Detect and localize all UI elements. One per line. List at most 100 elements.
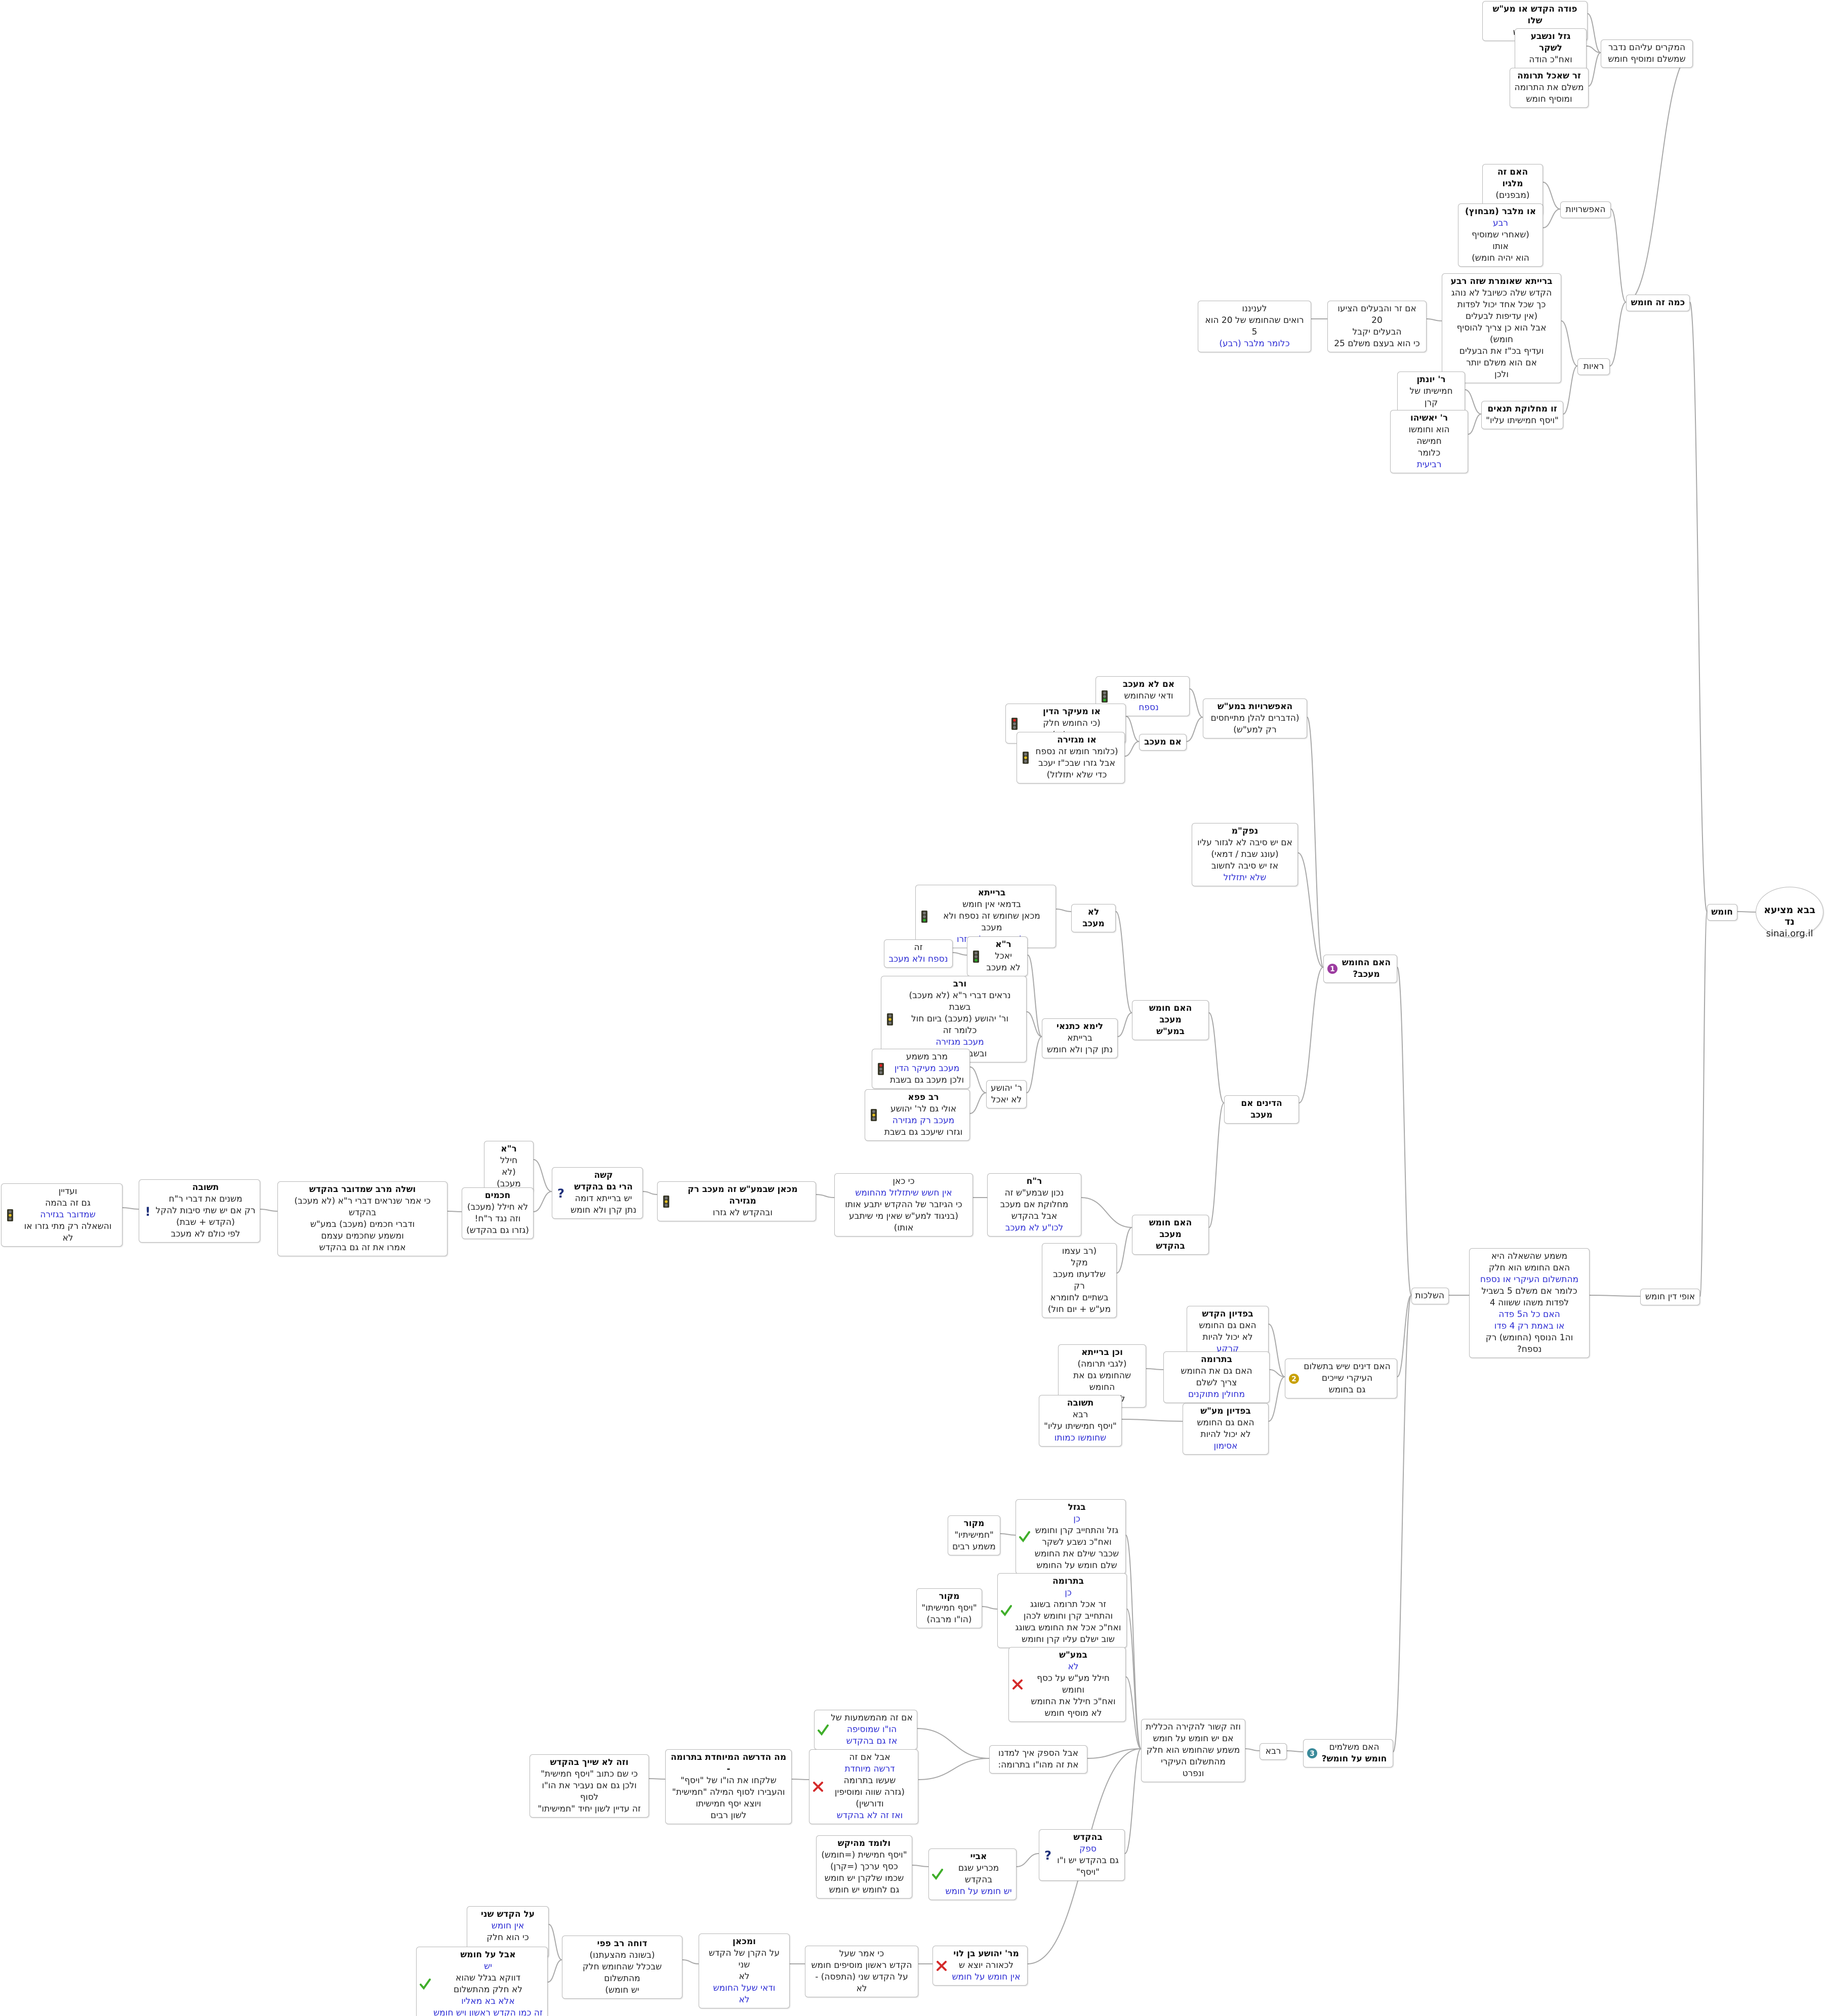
connector-r_yehoshua-rav_papa bbox=[969, 1092, 987, 1114]
node-line: ועדיף בכ"ז את הבעלים bbox=[1459, 346, 1544, 356]
node-lo-meakev[interactable]: לא מעכב bbox=[1071, 904, 1116, 932]
node-afsharuyot1[interactable]: האפשרויות bbox=[1560, 201, 1611, 218]
node-kama[interactable]: כמה זה חומש bbox=[1626, 295, 1690, 311]
node-line: אולי גם לר' יהושע bbox=[890, 1104, 957, 1114]
root-node[interactable]: בבא מציעא נד sinai.org.il bbox=[1756, 887, 1823, 939]
traffic-light-yellow-icon bbox=[661, 1195, 672, 1208]
connector-vezeh_kasur-bitruma2 bbox=[1126, 1609, 1142, 1749]
connector-kashe-chachamim bbox=[533, 1191, 552, 1212]
node-line: במע"ש bbox=[1059, 1650, 1087, 1660]
node-line: כי שם כתוב "ויסף חמישית" bbox=[541, 1769, 638, 1779]
node-hashlachot[interactable]: השלכות bbox=[1411, 1288, 1449, 1304]
node-vechen-braita[interactable]: וכן ברייתא(לגבי תרומה)שהחומש גם את החומש… bbox=[1058, 1344, 1146, 1408]
node-line: מקור bbox=[963, 1518, 985, 1529]
node-line: השלכות bbox=[1415, 1291, 1444, 1301]
node-docheh[interactable]: דוחה רב פפי(בשונה מהצעתנו)שבכלל שהחומש ח… bbox=[562, 1936, 682, 1999]
node-hadinim[interactable]: הדינים אם מעכב bbox=[1224, 1095, 1299, 1124]
node-line: אלא בא מאליו bbox=[461, 1996, 515, 2006]
node-line: לפי כולם לא מעכב bbox=[171, 1229, 240, 1239]
node-line: וזה קשור להקירה הכללית bbox=[1146, 1722, 1241, 1732]
node-chomesh[interactable]: חומש bbox=[1707, 904, 1737, 921]
node-rava[interactable]: רבא bbox=[1260, 1743, 1287, 1760]
node-line: חכמים bbox=[484, 1190, 511, 1201]
connector-abaye-velamed bbox=[912, 1865, 929, 1867]
node-machloket-tanaim[interactable]: זו מחלוקת תנאים"ויסף חמישיתו עליו" bbox=[1481, 401, 1563, 429]
node-line: הוא יהיה חומש) bbox=[1472, 253, 1529, 263]
node-line: ברייתא bbox=[1067, 1033, 1092, 1043]
connector-haim_meshalmim-rava bbox=[1286, 1750, 1304, 1752]
node-line: ומוסיף חומש bbox=[1526, 94, 1572, 104]
node-line: בפדיון הקדש bbox=[1202, 1309, 1253, 1319]
node-line: כן bbox=[1065, 1588, 1072, 1598]
node-ofen-din[interactable]: אופי דין חומש bbox=[1640, 1289, 1700, 1305]
node-line: הבעלים יקבל bbox=[1352, 327, 1402, 337]
connector-hadinim-haim_chomesh_hekdesh bbox=[1208, 1102, 1225, 1228]
node-line: משמע שהשאלה היא bbox=[1491, 1251, 1568, 1261]
node-makor2[interactable]: מקור"ויסף חמישיתו"(הו"ו מרבה) bbox=[916, 1588, 982, 1628]
svg-text:?: ? bbox=[1044, 1848, 1051, 1862]
node-line: אין חומש bbox=[491, 1921, 524, 1931]
node-line: או מגזירה bbox=[1057, 735, 1097, 745]
node-rayot[interactable]: ראיות bbox=[1577, 358, 1610, 375]
node-velamed[interactable]: ולומד מהיקש"ויסף חמישית (=חומש)כסף ערכך … bbox=[816, 1835, 912, 1899]
node-line: ואח"כ אכל את החומש בשוגג bbox=[1015, 1623, 1121, 1633]
node-line: קשה bbox=[594, 1170, 613, 1180]
node-makor1[interactable]: מקור"חמישיתיו"משמע רבים bbox=[948, 1515, 1000, 1555]
node-im-meakev[interactable]: אם מעכב bbox=[1139, 734, 1187, 751]
node-line: כי אמר שעל bbox=[839, 1949, 884, 1959]
check-icon bbox=[932, 1868, 943, 1881]
node-ma-haderasha[interactable]: מה הדרשה המיוחדת בתרומה -שלקחו את הו"ו ש… bbox=[665, 1749, 792, 1824]
